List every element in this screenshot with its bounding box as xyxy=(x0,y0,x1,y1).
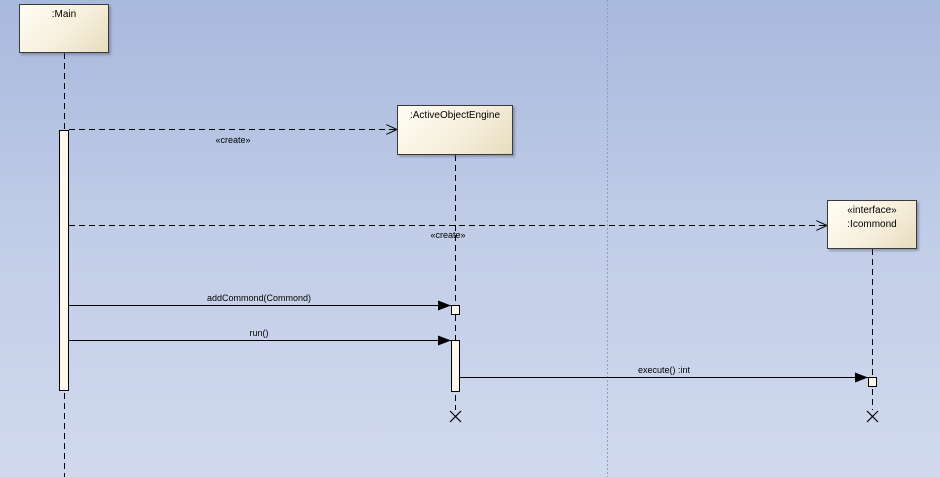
engine-activation-bar xyxy=(451,340,460,392)
engine-destroy-icon xyxy=(449,410,462,423)
engine-activation-small xyxy=(451,305,460,315)
execute-label: execute() :int xyxy=(637,365,691,375)
command-destroy-icon xyxy=(866,410,879,423)
main-lifeline-box[interactable]: :Main xyxy=(19,4,109,53)
main-lifeline-label: :Main xyxy=(51,9,77,20)
create-engine-label: «create» xyxy=(215,135,251,145)
add-command-label: addCommond(Commond) xyxy=(206,293,312,303)
command-lifeline-box[interactable]: «interface» :Icommond xyxy=(827,200,917,249)
engine-lifeline-box[interactable]: :ActiveObjectEngine xyxy=(397,105,513,155)
create-command-label: «create» xyxy=(430,230,466,240)
main-activation-bar xyxy=(59,130,69,391)
engine-lifeline-label: :ActiveObjectEngine xyxy=(409,110,501,121)
command-activation-small xyxy=(868,377,877,387)
command-stereotype-label: «interface» xyxy=(847,205,897,216)
run-label: run() xyxy=(249,328,269,338)
command-lifeline-label: :Icommond xyxy=(847,219,897,230)
